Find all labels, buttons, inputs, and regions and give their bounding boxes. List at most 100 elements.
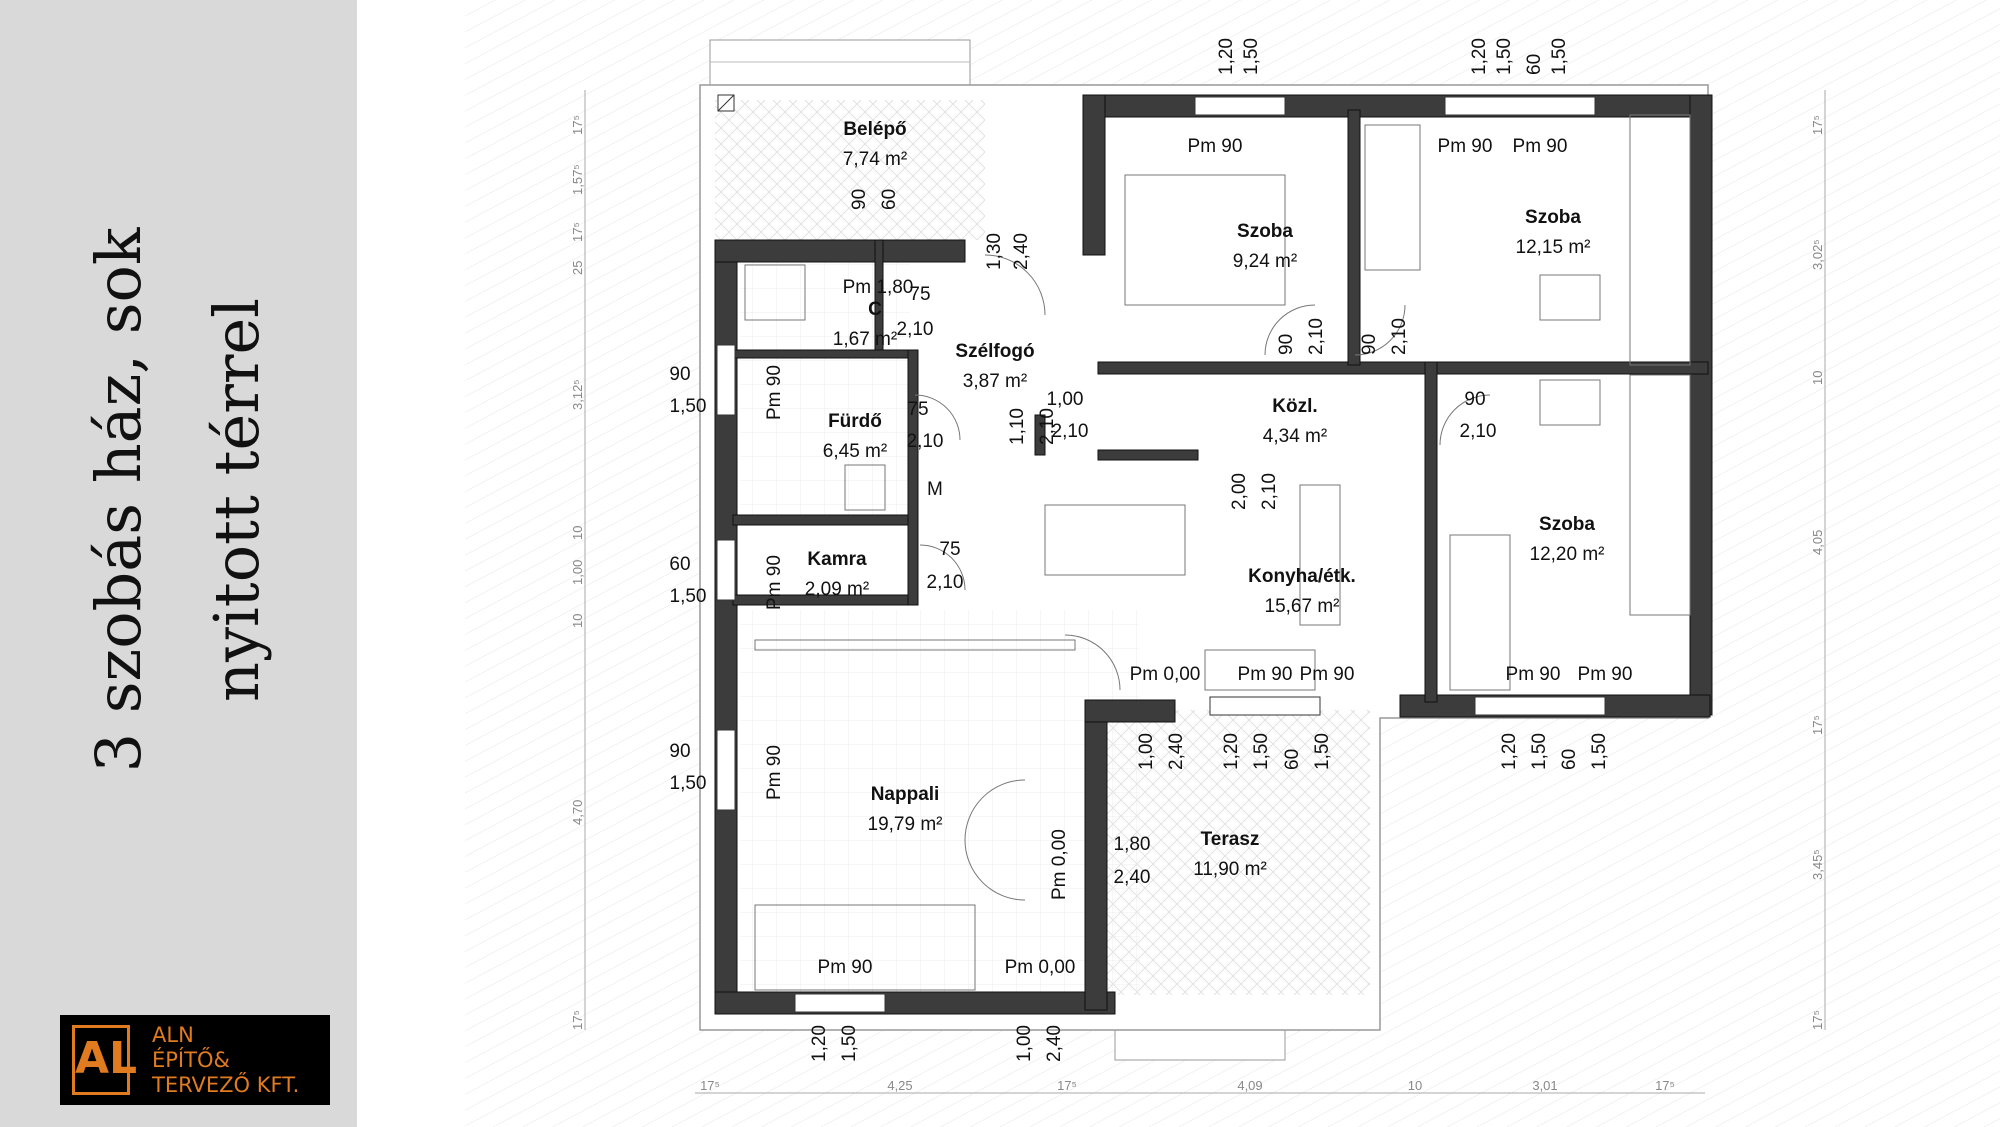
opening-label: 2,10 <box>1460 421 1497 442</box>
living-floor <box>740 610 1140 995</box>
opening-label: 1,50 <box>839 1025 860 1062</box>
opening-label: Pm 0,00 <box>1005 957 1076 978</box>
dimension-label: 3,45⁵ <box>1810 849 1825 880</box>
room-szoba2-area: 12,15 m² <box>1516 237 1591 258</box>
room-szoba3-name: Szoba <box>1539 514 1595 535</box>
opening-label: 1,50 <box>1494 38 1515 75</box>
dimension-label: 17⁵ <box>1810 115 1825 135</box>
opening-label: 1,50 <box>1241 38 1262 75</box>
dimension-label: 10 <box>570 614 585 628</box>
opening-label: Pm 90 <box>1513 136 1568 157</box>
logo-line-1: ALN <box>152 1023 194 1047</box>
room-belepo-name: Belépő <box>843 119 906 140</box>
logo-text: ALN ÉPÍTŐ& TERVEZŐ KFT. <box>152 1023 299 1098</box>
sidebar-panel: 3 szobás ház, sok nyitott térrel AL ALN … <box>0 0 357 1127</box>
room-kamra-name: Kamra <box>807 549 867 570</box>
opening-label: 2,40 <box>1114 867 1151 888</box>
page-title-line-1: 3 szobás ház, sok <box>82 227 155 773</box>
room-wc-name: C <box>868 299 882 320</box>
opening-label: 2,10 <box>1389 318 1410 355</box>
dimension-label: 4,25 <box>887 1078 912 1093</box>
opening-label: 1,00 <box>1014 1025 1035 1062</box>
opening-label: 60 <box>1282 749 1303 770</box>
dimension-label: 10 <box>1408 1078 1422 1093</box>
door-swings <box>914 254 1491 901</box>
dimension-label: 17⁵ <box>1057 1078 1077 1093</box>
terrace-floor <box>1105 710 1370 995</box>
opening-label: Pm 90 <box>1578 664 1633 685</box>
room-labels: Belépő 7,74 m² Szoba 9,24 m² Szoba 12,15… <box>805 119 1605 880</box>
floor-plan: Belépő 7,74 m² Szoba 9,24 m² Szoba 12,15… <box>465 0 2000 1127</box>
room-szoba1-area: 9,24 m² <box>1233 251 1297 272</box>
logo-line-3: TERVEZŐ KFT. <box>152 1073 300 1097</box>
opening-label: 1,20 <box>1469 38 1490 75</box>
dimension-label: 17⁵ <box>1810 1010 1825 1030</box>
room-szelfogo-area: 3,87 m² <box>963 371 1027 392</box>
right-dimensions: 17⁵ 3,02⁵ 10 4,05 17⁵ 3,45⁵ 17⁵ <box>1810 115 1825 1030</box>
dimension-lines <box>584 90 1826 1094</box>
entry-steps <box>709 39 971 91</box>
opening-label: 2,10 <box>1052 421 1089 442</box>
opening-label: 1,00 <box>1136 733 1157 770</box>
room-furdo-name: Fürdő <box>828 411 882 432</box>
opening-label: 2,10 <box>1306 318 1327 355</box>
opening-label: 1,50 <box>1312 733 1333 770</box>
dimension-label: 3,12⁵ <box>570 379 585 410</box>
room-wc-area: 1,67 m² <box>833 329 897 350</box>
dimension-label: 3,02⁵ <box>1810 239 1825 270</box>
opening-label: Pm 0,00 <box>1049 829 1070 900</box>
opening-label: Pm 0,00 <box>1130 664 1201 685</box>
opening-label: 60 <box>1559 749 1580 770</box>
dimension-label: 1,57⁵ <box>570 164 585 195</box>
opening-label: 1,30 <box>984 233 1005 270</box>
room-konyha-name: Konyha/étk. <box>1248 566 1356 587</box>
opening-label: Pm 90 <box>764 365 785 420</box>
opening-label: 2,10 <box>897 319 934 340</box>
page-title: 3 szobás ház, sok nyitott térrel <box>60 228 296 773</box>
opening-label: 1,80 <box>1114 834 1151 855</box>
dimension-label: 1,00 <box>570 560 585 585</box>
room-nappali-name: Nappali <box>871 784 940 805</box>
room-nappali-area: 19,79 m² <box>868 814 943 835</box>
opening-label: 2,40 <box>1044 1025 1065 1062</box>
dimension-label: 4,09 <box>1237 1078 1262 1093</box>
opening-label: Pm 90 <box>764 555 785 610</box>
page-title-line-2: nyitott térrel <box>200 298 273 702</box>
dimension-label: 10 <box>570 526 585 540</box>
opening-label: 2,00 <box>1229 473 1250 510</box>
room-szelfogo-name: Szélfogó <box>955 341 1034 362</box>
opening-label: 60 <box>879 189 900 210</box>
room-terasz-area: 11,90 m² <box>1193 859 1267 880</box>
windows <box>716 96 1606 1013</box>
logo-mark: AL <box>72 1025 137 1095</box>
opening-label: 90 <box>1464 389 1485 410</box>
opening-label: 75 <box>907 399 928 420</box>
dimension-label: 17⁵ <box>1655 1078 1675 1093</box>
opening-label: Pm 1,80 <box>843 277 914 298</box>
opening-label: Pm 90 <box>1300 664 1355 685</box>
opening-label: 1,50 <box>1589 733 1610 770</box>
opening-label: 75 <box>939 539 960 560</box>
opening-label: 90 <box>1359 334 1380 355</box>
opening-label: 90 <box>1276 334 1297 355</box>
room-szoba2-name: Szoba <box>1525 207 1581 228</box>
dimension-label: 17⁵ <box>570 115 585 135</box>
opening-label: Pm 90 <box>1506 664 1561 685</box>
opening-label: 1,20 <box>1221 733 1242 770</box>
opening-label: Pm 90 <box>1188 136 1243 157</box>
opening-label: 2,40 <box>1011 233 1032 270</box>
opening-label: 1,20 <box>809 1025 830 1062</box>
opening-label: 2,10 <box>1259 473 1280 510</box>
room-konyha-area: 15,67 m² <box>1265 596 1340 617</box>
bottom-dimensions: 17⁵ 4,25 17⁵ 4,09 10 3,01 17⁵ <box>700 1078 1675 1093</box>
opening-label: 1,50 <box>1529 733 1550 770</box>
opening-label: 1,50 <box>670 396 707 417</box>
opening-label: 1,50 <box>1549 38 1570 75</box>
dimension-label: 4,05 <box>1810 530 1825 555</box>
room-kozl-area: 4,34 m² <box>1263 426 1327 447</box>
dimension-label: 17⁵ <box>700 1078 720 1093</box>
dimension-label: 17⁵ <box>570 1010 585 1030</box>
dimension-label: 17⁵ <box>1810 715 1825 735</box>
opening-label: 75 <box>909 284 930 305</box>
dimension-label: 10 <box>1810 371 1825 385</box>
